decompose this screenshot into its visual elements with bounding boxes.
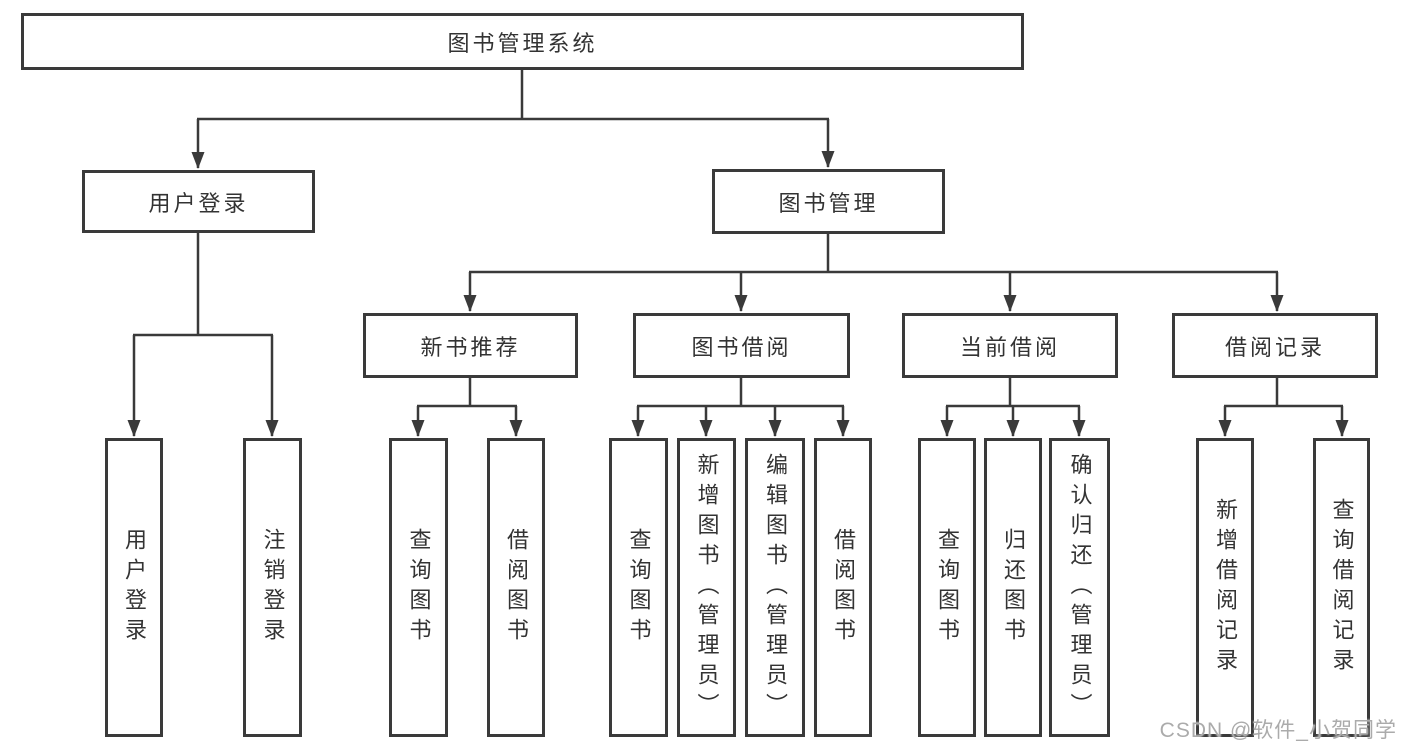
leaf-query-books-borrowing: 查询图书 — [609, 438, 668, 737]
node-new-book-recommendation: 新书推荐 — [363, 313, 578, 378]
leaf-add-books-admin: 新增图书（管理员） — [677, 438, 736, 737]
leaf-query-books-current: 查询图书 — [918, 438, 976, 737]
leaf-query-borrow-record: 查询借阅记录 — [1313, 438, 1370, 737]
leaf-logout: 注销登录 — [243, 438, 302, 737]
leaf-add-borrow-record: 新增借阅记录 — [1196, 438, 1254, 737]
leaf-user-login: 用户登录 — [105, 438, 163, 737]
leaf-borrow-books-recommend: 借阅图书 — [487, 438, 545, 737]
csdn-watermark: CSDN @软件_小贺同学 — [1159, 719, 1397, 742]
node-book-borrowing: 图书借阅 — [633, 313, 850, 378]
node-user-login-branch: 用户登录 — [82, 170, 315, 233]
leaf-edit-books-admin: 编辑图书（管理员） — [745, 438, 805, 737]
node-book-management-branch: 图书管理 — [712, 169, 945, 234]
leaf-return-books: 归还图书 — [984, 438, 1042, 737]
node-library-management-system: 图书管理系统 — [21, 13, 1024, 70]
node-borrowing-records: 借阅记录 — [1172, 313, 1378, 378]
leaf-borrow-books: 借阅图书 — [814, 438, 872, 737]
leaf-query-books-recommend: 查询图书 — [389, 438, 448, 737]
leaf-confirm-return-admin: 确认归还（管理员） — [1049, 438, 1110, 737]
node-current-borrowing: 当前借阅 — [902, 313, 1118, 378]
